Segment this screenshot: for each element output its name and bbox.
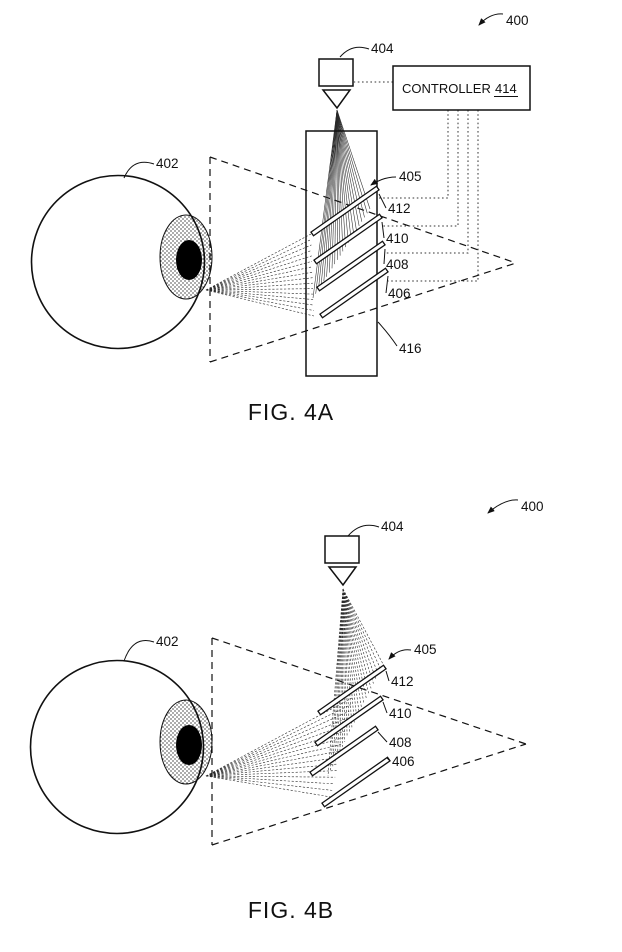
controller-label: CONTROLLER: [402, 81, 491, 96]
mirror-412-b: [317, 664, 387, 716]
wire-to-406: [388, 110, 479, 282]
cone-bottom-edge-b: [211, 743, 527, 846]
labels-b: 400 404 405 412 410 408 406 402: [123, 499, 544, 769]
ref-412-leader-b: [385, 670, 390, 682]
ref-404-leader-a: [339, 46, 370, 58]
mirror-412-a: [310, 185, 380, 237]
ref-label-404-b: 404: [381, 519, 404, 534]
ref-400-arrow-a: [478, 13, 504, 26]
controller: CONTROLLER 414: [392, 65, 531, 111]
ref-label-406-b: 406: [392, 754, 415, 769]
ref-410-leader-a: [381, 221, 385, 239]
mirror-408-b: [309, 725, 379, 777]
controller-wires: [354, 81, 479, 282]
labels-a: 400 404 405 412 410 408 406 416 402: [123, 13, 529, 356]
ref-label-400-a: 400: [506, 13, 529, 28]
ref-406-leader-b: [386, 757, 391, 762]
ref-406-leader-a: [385, 275, 389, 294]
caption-fig-4b: FIG. 4B: [248, 897, 334, 923]
waveguide-block: [305, 130, 378, 377]
ref-400-arrow-b: [487, 499, 519, 514]
ref-405-arrow-a: [370, 176, 397, 186]
ref-402-leader-b: [123, 640, 155, 662]
reflector-stack-b: [309, 664, 391, 808]
eye-a: [30, 174, 213, 350]
ref-405-arrow-b: [388, 649, 412, 660]
wire-to-412: [379, 110, 449, 199]
ref-label-404-a: 404: [371, 41, 394, 56]
ref-402-leader-a: [123, 161, 155, 179]
fov-cone-b: [211, 637, 527, 846]
projector-lens-b: [327, 566, 358, 587]
wire-to-410: [382, 110, 459, 227]
eye-beam-b: [205, 697, 353, 798]
ref-label-402-a: 402: [156, 156, 179, 171]
cone-top-edge-b: [211, 637, 527, 745]
mirror-408-a: [316, 240, 386, 292]
ref-label-408-b: 408: [389, 735, 412, 750]
ref-label-405-a: 405: [399, 169, 422, 184]
ref-label-405-b: 405: [414, 642, 437, 657]
projector-box-a: [318, 58, 354, 87]
ref-label-402-b: 402: [156, 634, 179, 649]
caption-fig-4a: FIG. 4A: [248, 399, 334, 425]
ref-408-leader-a: [383, 248, 386, 265]
ref-label-400-b: 400: [521, 499, 544, 514]
pupil-a: [176, 240, 202, 280]
eye-beam-a: [205, 233, 315, 317]
projector-lens-a: [321, 89, 352, 110]
controller-ref-414: 414: [495, 81, 517, 96]
projector-b: [324, 535, 360, 587]
source-beam-b: [327, 588, 384, 777]
reflector-stack-a: [310, 185, 389, 319]
ref-404-leader-b: [347, 524, 380, 537]
ref-label-410-a: 410: [386, 231, 409, 246]
projector-a: [318, 58, 354, 110]
mirror-410-b: [314, 695, 384, 747]
controller-box: [392, 65, 531, 111]
cone-top-edge-a: [209, 156, 517, 264]
ref-412-leader-a: [378, 193, 387, 209]
ref-416-leader: [377, 321, 398, 347]
projector-box-b: [324, 535, 360, 564]
mirror-410-a: [313, 213, 383, 265]
mirror-406-a: [319, 267, 389, 319]
wire-to-408: [385, 110, 469, 254]
cone-bottom-edge-a: [209, 262, 517, 363]
ref-label-408-a: 408: [386, 257, 409, 272]
ref-410-leader-b: [382, 701, 388, 714]
pupil-b: [176, 725, 202, 765]
figure-4b: 400 404 405 412 410 408 406 402 FIG. 4B: [29, 499, 544, 923]
ref-label-406-a: 406: [388, 286, 411, 301]
ref-label-412-a: 412: [388, 201, 411, 216]
eye-b: [29, 659, 213, 835]
ref-label-412-b: 412: [391, 674, 414, 689]
ref-label-410-b: 410: [389, 706, 412, 721]
mirror-406-b: [321, 756, 391, 808]
ref-label-416: 416: [399, 341, 422, 356]
figure-4a: CONTROLLER 414 400 404 405 412 410 408 4…: [30, 13, 531, 425]
ref-408-leader-b: [377, 731, 388, 743]
